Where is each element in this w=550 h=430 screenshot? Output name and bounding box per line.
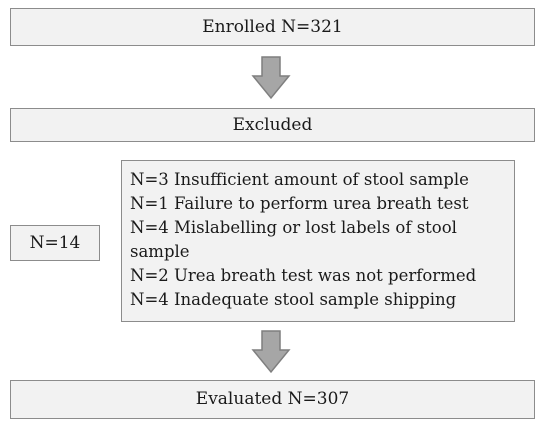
exclusion-reasons-box: N=3 Insufficient amount of stool sample …	[121, 160, 515, 322]
down-arrow-icon	[251, 56, 291, 100]
reason-item: N=4 Inadequate stool sample shipping	[130, 290, 457, 309]
evaluated-label: Evaluated N=307	[195, 389, 350, 410]
evaluated-box: Evaluated N=307	[10, 380, 535, 419]
excluded-label: Excluded	[232, 114, 313, 135]
excluded-count-label: N=14	[29, 232, 81, 253]
reason-item: N=4 Mislabelling or lost labels of stool…	[130, 218, 457, 261]
down-arrow-icon	[251, 330, 291, 374]
enrolled-box: Enrolled N=321	[10, 8, 535, 46]
reason-item: N=1 Failure to perform urea breath test	[130, 194, 469, 213]
reason-item: N=3 Insufficient amount of stool sample	[130, 170, 469, 189]
excluded-count-box: N=14	[10, 225, 100, 261]
reason-item: N=2 Urea breath test was not performed	[130, 266, 477, 285]
enrolled-label: Enrolled N=321	[202, 16, 343, 37]
excluded-box: Excluded	[10, 108, 535, 142]
